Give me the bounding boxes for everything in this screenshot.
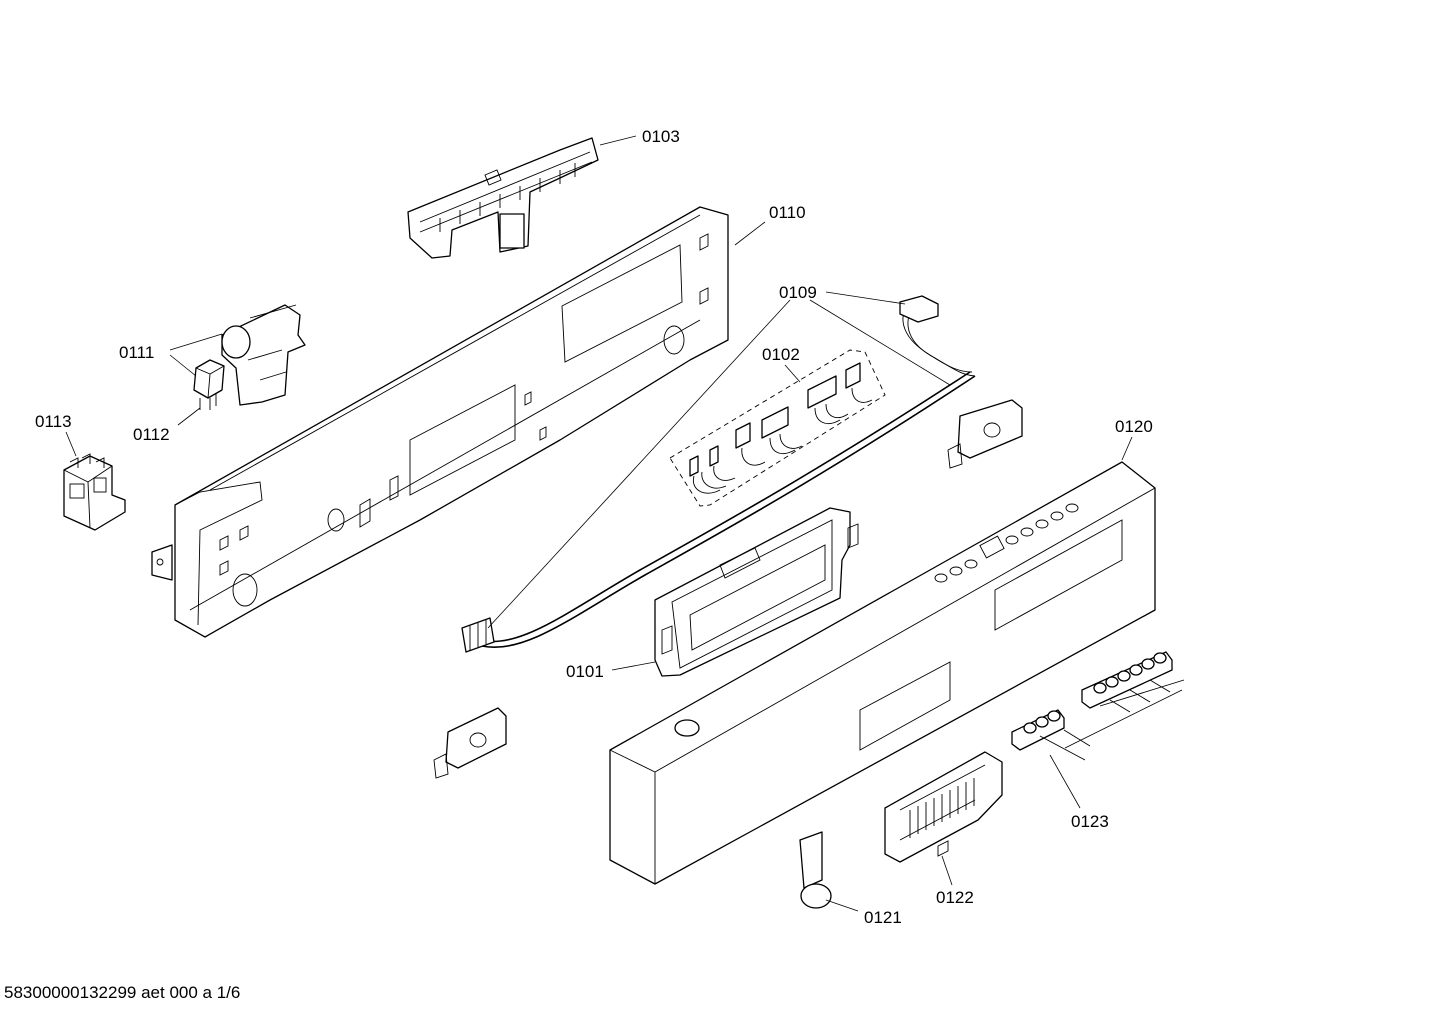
- part-0103-terminal-block: [407, 137, 599, 259]
- side-clip-left: [433, 707, 507, 779]
- part-labels: 0103 0110 0109 0102 0111 0112 0113 0120 …: [35, 127, 1153, 927]
- label-0111: 0111: [119, 343, 154, 362]
- label-0103: 0103: [642, 127, 680, 146]
- document-id-footer: 58300000132299 aet 000 a 1/6: [4, 983, 240, 1002]
- label-0109: 0109: [779, 283, 817, 302]
- label-0101: 0101: [566, 662, 604, 681]
- part-0121-knob: [799, 831, 832, 909]
- part-0113-relay: [63, 453, 126, 531]
- leader-lines: [65, 135, 1183, 912]
- label-0123: 0123: [1071, 812, 1109, 831]
- label-0110: 0110: [769, 203, 806, 222]
- label-0112: 0112: [133, 425, 170, 444]
- part-0123-button-strips: [1011, 651, 1185, 761]
- part-0111-switch: [221, 304, 306, 406]
- label-0122: 0122: [936, 888, 974, 907]
- part-0102-connector-set: [669, 349, 886, 507]
- part-0112-capacitor: [193, 359, 225, 410]
- label-0120: 0120: [1115, 417, 1153, 436]
- part-0120-front-panel: [609, 461, 1156, 885]
- label-0121: 0121: [864, 908, 902, 927]
- side-clip-right: [947, 399, 1023, 469]
- part-0109-wiring-harness: [461, 295, 976, 653]
- part-0122-handle: [884, 751, 1003, 863]
- label-0113: 0113: [35, 412, 72, 431]
- part-0110-frame: [151, 206, 729, 638]
- label-0102: 0102: [762, 345, 800, 364]
- part-0101-display-module: [654, 507, 859, 677]
